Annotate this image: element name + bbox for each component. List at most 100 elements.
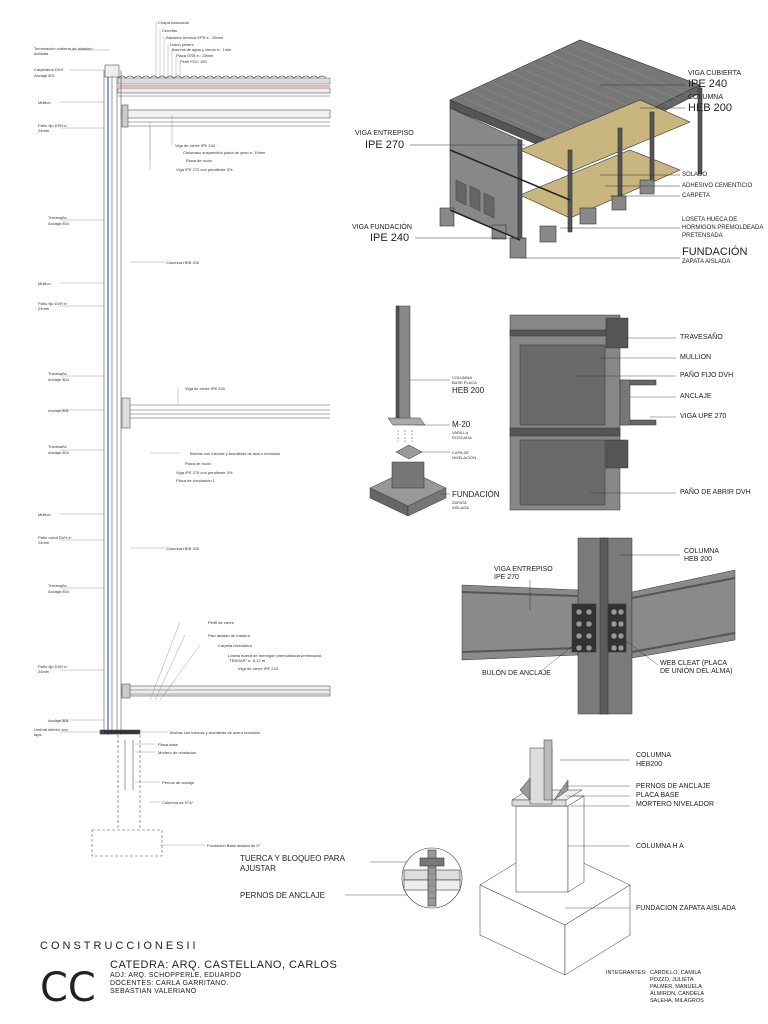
integrante-5: SALEHA, MILAGROS xyxy=(650,998,704,1004)
label-viga-entrepiso: VIGA ENTREPISO xyxy=(355,130,414,137)
label-capa-2: NIVELACIÓN xyxy=(452,455,477,460)
label-m20: M-20 xyxy=(452,420,471,429)
label-aislada-cd: AISLADA xyxy=(452,505,469,510)
beam-column-joint xyxy=(461,537,736,715)
label-viga-cierre-a: Viga de cierre IPE 240 xyxy=(175,143,215,148)
label-cenefas: Cenefas xyxy=(162,28,177,33)
adjunto: ADJ: ARQ. SCHOPPERLE, EDUARDO xyxy=(110,972,242,979)
label-aislacion: Aislación térmica EPS e.: 25mm xyxy=(166,35,224,40)
label-pano-fijo-b: Paño fijo DVH e: 24mm xyxy=(38,301,68,311)
label-pernos-bd: PERNOS DE ANCLAJE xyxy=(636,783,711,790)
docentes: DOCENTES: CARLA GARRITANO. xyxy=(110,980,229,987)
label-cielorraso: Cielorraso suspendido placa de yeso e: 1… xyxy=(183,150,266,155)
facade-detail xyxy=(509,314,657,511)
column-base-detail xyxy=(369,305,447,517)
label-anclaje-804-a: Anclaje 804 xyxy=(48,221,69,226)
label-columna-ha-bd: COLUMNA H A xyxy=(636,843,684,850)
label-viga-fundacion: VIGA FUNDACIÓN xyxy=(352,224,412,231)
label-anclaje-804-b: Anclaje 804 xyxy=(48,377,69,382)
docente-2: SEBASTIAN VALERIANO xyxy=(110,988,197,995)
integrante-3: PALMER, MANUELA xyxy=(650,984,702,990)
label-pano-abrir: PAÑO DE ABRIR DVH xyxy=(680,489,751,496)
label-pano-fijo-c: Paño fijo DVH e: 24mm xyxy=(38,664,68,674)
label-mullion-c: Mullion xyxy=(38,512,51,517)
integrante-2: POZZO, JULIETA xyxy=(650,977,694,983)
label-columna-cd: COLUMNA xyxy=(452,375,473,380)
label-placa-circulacion: Placa de circulación 1 xyxy=(176,478,215,483)
label-travesano-c: Travesaño xyxy=(48,444,67,449)
logo: CC xyxy=(40,965,96,1011)
label-viga-ipe-b: Viga IPE 270 con pendiente 3% xyxy=(176,470,233,475)
integrantes-label: INTEGRANTES: xyxy=(606,970,647,976)
label-umbral: Umbral inferior con taps xyxy=(34,727,68,737)
label-carpinteria: Carpintería DVH xyxy=(34,67,64,72)
label-web-cleat-1: WEB CLEAT (PLACA xyxy=(660,660,728,667)
label-viga-entrepiso-jd: VIGA ENTREPISO xyxy=(494,566,553,573)
label-capa-1: CAPA DE xyxy=(452,450,470,455)
label-barrera: Barrera de agua y viento e.: 1mm xyxy=(172,47,232,52)
label-columna-ha: Columna de H°A° xyxy=(162,800,194,805)
label-loseta-2: HORMIGON PREMOLDEADA xyxy=(682,225,764,231)
label-heb-bd: HEB200 xyxy=(636,761,663,768)
label-viga-upe: VIGA UPE 270 xyxy=(680,413,727,420)
column-detail-leaders xyxy=(410,379,450,495)
label-tuerca-1: TUERCA Y BLOQUEO PARA xyxy=(240,854,345,863)
label-solado: SOLADO xyxy=(682,172,708,178)
label-heb-cd: HEB 200 xyxy=(452,386,485,395)
label-placa-bd: PLACA BASE xyxy=(636,792,680,799)
label-columna-heb-a: Columna HEB 200 xyxy=(166,260,200,265)
label-viga-ipe-a: Viga IPE 270 con pendiente 3% xyxy=(176,167,233,172)
label-web-cleat-2: DE UNIÓN DEL ALMA) xyxy=(660,668,733,675)
label-piso-madera: Piso aislado de madera xyxy=(208,633,250,638)
label-placa-osb: Placa OSB e.: 25mm xyxy=(176,53,214,58)
catedra: CATEDRA: ARQ. CASTELLANO, CARLOS xyxy=(110,959,338,971)
base-leaders xyxy=(345,759,630,909)
label-anclaje-801-b: Anclaje 801 xyxy=(48,408,69,413)
label-anclaje-801-c: Anclaje 801 xyxy=(48,718,69,723)
label-varilla: VARILLA xyxy=(452,430,469,435)
label-bulon: BULÓN DE ANCLAJE xyxy=(482,670,551,677)
label-placa-roofo-b: Placa de roofo xyxy=(185,461,211,466)
label-fundacion-cd: FUNDACIÓN xyxy=(452,490,500,499)
label-heb-jd: HEB 200 xyxy=(684,556,713,563)
label-fundacion-iso: FUNDACIÓN xyxy=(682,246,748,258)
integrante-4: ALMIRON, CANDELA xyxy=(650,991,705,997)
label-mullion-fd: MULLION xyxy=(680,354,712,361)
label-chapa: Chapa sinusoidal xyxy=(158,20,189,25)
label-pano-fijo-fd: PAÑO FIJO DVH xyxy=(680,372,734,379)
label-travesano-a: Travesaño xyxy=(48,215,67,220)
label-loseta: Loseta hueca de hormigón premoldeada pre… xyxy=(228,653,321,663)
column-base-iso xyxy=(479,739,631,976)
label-mullion-a: Mullion xyxy=(38,100,51,105)
label-perfil-cierre: Perfil de cierre xyxy=(208,620,234,625)
section-leaders xyxy=(60,22,205,846)
label-loseta-3: PRETENSADA xyxy=(682,233,723,239)
label-terminacion: Terminación cubierta de aluminio doblada xyxy=(34,46,93,56)
label-pano-movil: Paño móvil DVH e: 24mm xyxy=(38,535,72,545)
label-anclaje-804-c: Anclaje 804 xyxy=(48,450,69,455)
label-placa-base: Placa base xyxy=(158,742,178,747)
label-base-placa: BASE PLACA xyxy=(452,380,477,385)
label-adhesivo: ADHESIVO CEMENTICIO xyxy=(682,183,753,189)
facade-leaders xyxy=(575,337,676,494)
label-mortero-bd: MORTERO NIVELADOR xyxy=(636,801,715,808)
label-tuerca-2: AJUSTAR xyxy=(240,864,276,873)
joint-leaders xyxy=(529,554,680,673)
label-placa-roofo-a: Placa de roofo xyxy=(186,158,212,163)
label-loseta-1: LOSETA HUECA DE xyxy=(682,217,738,223)
label-liston: Listón yesero xyxy=(170,42,194,47)
label-anclaje-fd: ANCLAJE xyxy=(680,393,712,400)
label-travesano-d: Travesaño xyxy=(48,583,67,588)
label-mullion-b: Mullion xyxy=(38,281,51,286)
label-zapata-cd: ZAPATA xyxy=(452,500,467,505)
label-ipe-jd: IPE 270 xyxy=(494,574,519,581)
sheet-title: CONSTRUCCIONESII xyxy=(40,940,199,952)
label-pernos: Pernos de anclaje xyxy=(162,780,195,785)
label-perfil-pgc: Perfil PGC 150 xyxy=(180,59,207,64)
label-viga-cierre-c: Viga de cierre IPE 240 xyxy=(238,666,278,671)
label-viga-cierre-b: Viga de cierre IPE 240 xyxy=(185,386,225,391)
label-travesano-fd: TRAVESAÑO xyxy=(680,334,723,341)
label-pernos-anclaje: PERNOS DE ANCLAJE xyxy=(240,891,325,900)
label-heb-200-iso: HEB 200 xyxy=(688,102,733,114)
label-fundacion-base: Fundación Base aislada de H° xyxy=(207,843,261,848)
